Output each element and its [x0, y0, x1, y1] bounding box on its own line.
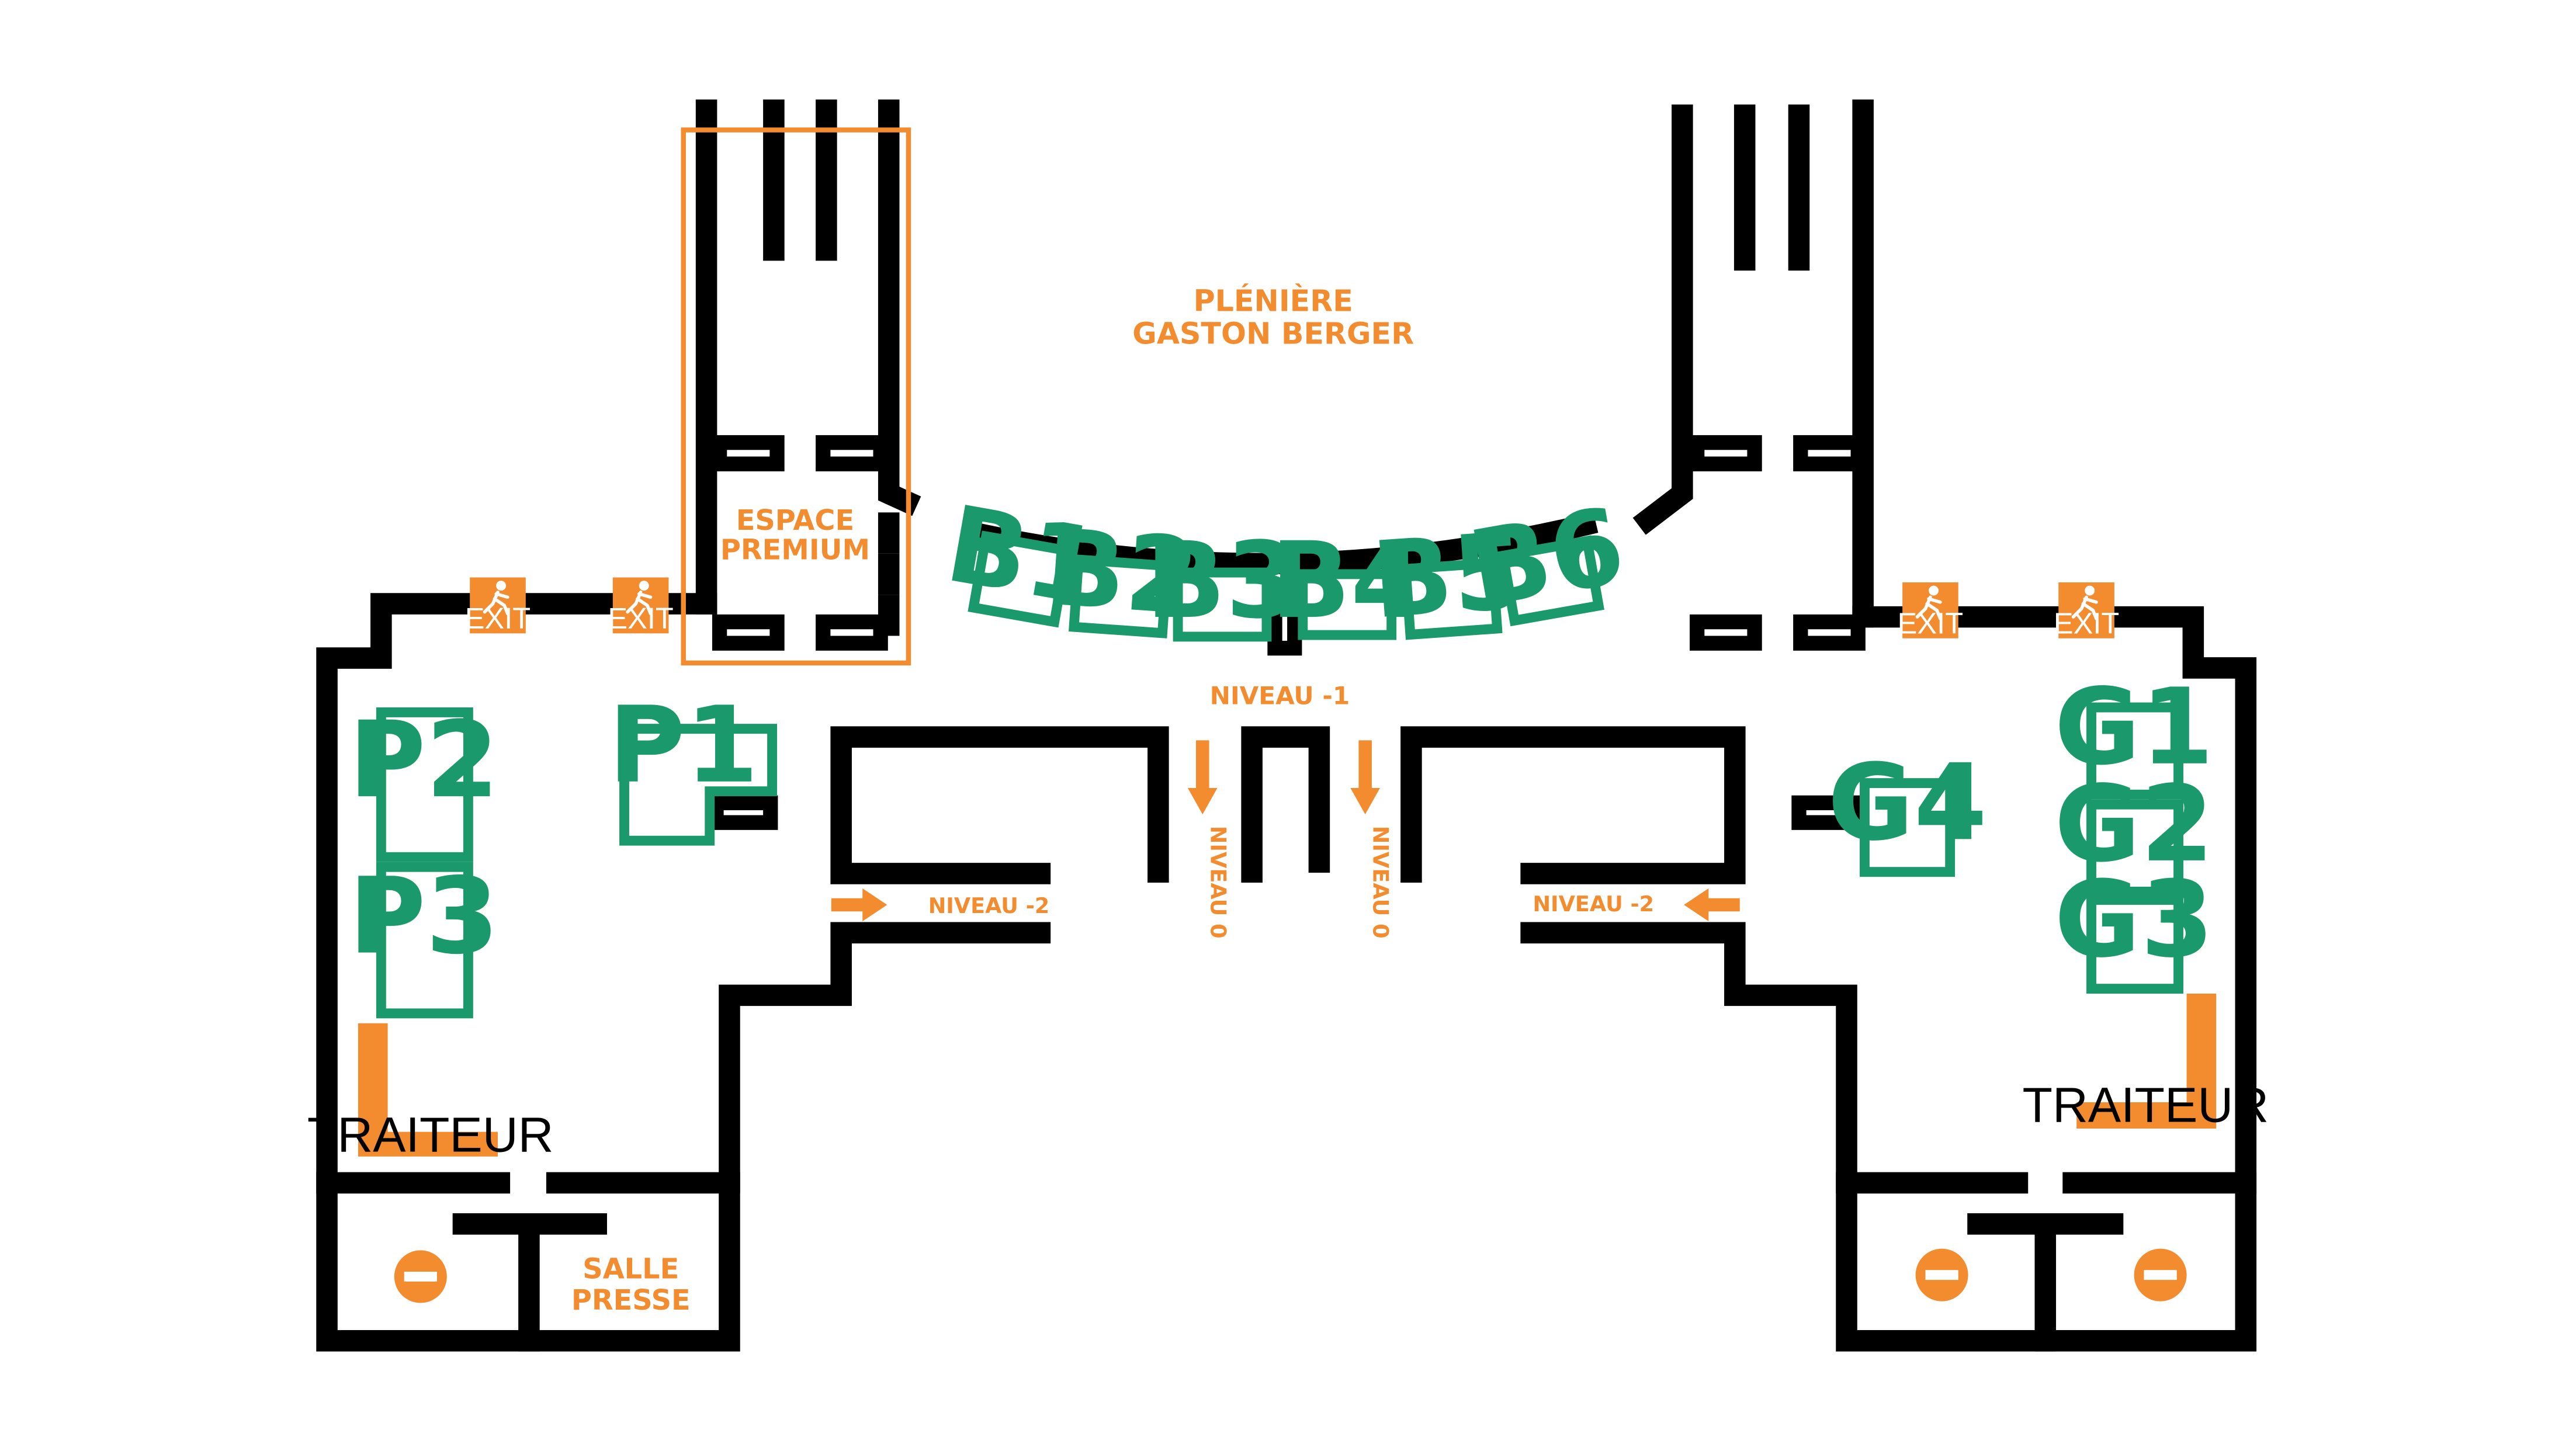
exit-sign-icon	[1915, 585, 1942, 620]
direction-arrow-icon	[831, 888, 887, 922]
traiteur-left-label: TRAITEUR	[307, 1107, 554, 1162]
exit-sign-2: EXIT	[608, 577, 674, 635]
booth-p3-label: P3	[349, 856, 499, 978]
no-entry-icon	[2134, 1248, 2187, 1301]
exit-sign-label: EXIT	[2054, 606, 2119, 640]
booth-b4-label: B4	[1271, 520, 1424, 642]
exit-sign-label: EXIT	[465, 602, 531, 635]
booth-g3[interactable]: G3	[2054, 859, 2214, 994]
niveau-minus2-right-label: NIVEAU -2	[1533, 891, 1654, 917]
no-entry-icon	[1915, 1248, 1968, 1301]
exit-sign-1: EXIT	[465, 577, 531, 635]
espace-premium-outline	[681, 127, 911, 666]
traiteur-right-label: TRAITEUR	[2022, 1078, 2269, 1133]
exit-sign-icon	[626, 581, 653, 616]
walls	[316, 99, 2257, 1352]
niveau-minus1-label: NIVEAU -1	[1210, 681, 1350, 710]
direction-niveau-0-right[interactable]: NIVEAU 0	[1350, 740, 1393, 939]
exit-sign-label: EXIT	[608, 602, 673, 635]
exit-sign-4: EXIT	[2054, 582, 2119, 640]
no-entry-icon	[394, 1250, 447, 1303]
espace-premium-label-2: PREMIUM	[720, 534, 870, 567]
exit-sign-label: EXIT	[1898, 606, 1963, 640]
niveau-minus2-left-label: NIVEAU -2	[928, 893, 1050, 918]
exit-sign-icon	[2071, 585, 2098, 620]
booth-b3[interactable]: B3	[1146, 520, 1299, 642]
exit-sign-3: EXIT	[1898, 582, 1963, 640]
booth-g2-label: G2	[2054, 763, 2214, 886]
direction-niveau-minus2-left[interactable]: NIVEAU -2	[831, 888, 1050, 922]
booth-b3-label: B3	[1146, 520, 1299, 642]
pleniere-label-1: PLÉNIÈRE	[1194, 283, 1353, 318]
booth-g1[interactable]: G1	[2054, 667, 2214, 800]
booth-g4-label: G4	[1828, 742, 1987, 864]
salle-presse-label-2: PRESSE	[571, 1285, 691, 1317]
direction-arrow-icon	[1187, 740, 1218, 815]
direction-niveau-minus2-right[interactable]: NIVEAU -2	[1533, 888, 1740, 922]
booth-g3-label: G3	[2054, 859, 2214, 981]
direction-arrow-icon	[1350, 740, 1380, 815]
direction-arrow-icon	[1684, 888, 1740, 922]
booth-g2[interactable]: G2	[2054, 763, 2214, 897]
traiteur-left: TRAITEUR	[307, 1023, 554, 1162]
exit-sign-icon	[483, 581, 509, 616]
booth-p1[interactable]: P1	[608, 685, 778, 846]
booth-b6[interactable]: B6	[1461, 485, 1633, 632]
booth-p2[interactable]: P2	[349, 699, 499, 862]
traiteur-right: TRAITEUR	[2022, 994, 2269, 1133]
pleniere-label-2: GASTON BERGER	[1132, 317, 1414, 351]
niveau-0-right-label: NIVEAU 0	[1368, 826, 1393, 939]
espace-premium-label-1: ESPACE	[736, 505, 854, 537]
booth-g1-label: G1	[2054, 667, 2214, 789]
booth-p3[interactable]: P3	[349, 856, 499, 1019]
salle-presse-label-1: SALLE	[583, 1253, 679, 1285]
niveau-0-left-label: NIVEAU 0	[1205, 826, 1230, 939]
tables	[709, 435, 1866, 830]
booth-b4[interactable]: B4	[1271, 520, 1424, 642]
booth-g4[interactable]: G4	[1828, 742, 1987, 877]
booth-p1-label: P1	[608, 685, 758, 807]
booth-b6-label: B6	[1461, 485, 1633, 632]
direction-niveau-0-left[interactable]: NIVEAU 0	[1187, 740, 1230, 939]
booth-p2-label: P2	[349, 699, 499, 821]
